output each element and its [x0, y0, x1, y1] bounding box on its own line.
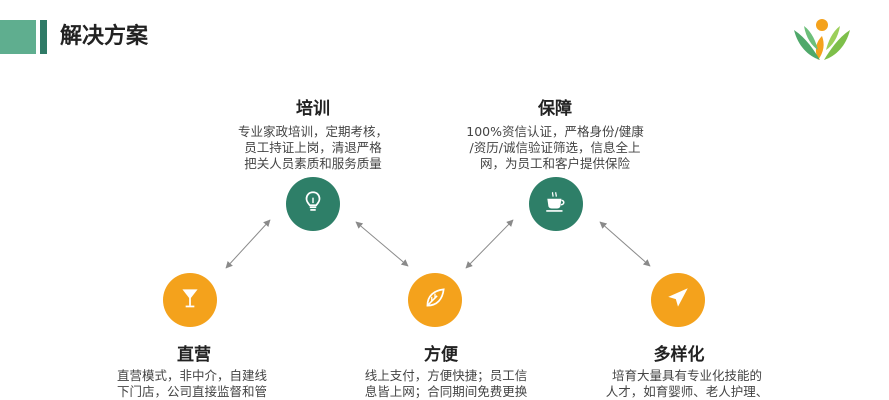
node-label-peixun: 培训: [296, 99, 330, 119]
node-label-duoyanghua: 多样化: [653, 345, 705, 365]
desc-line: 线上支付，方便快捷；员工信: [364, 368, 528, 383]
node-label-baozhang: 保障: [538, 99, 572, 119]
desc-line: 员工持证上岗，清退严格: [244, 140, 382, 155]
desc-line: 人才，如育婴师、老人护理、: [605, 384, 769, 399]
node-desc-duoyanghua: 培育大量具有专业化技能的 人才，如育婴师、老人护理、: [592, 368, 782, 400]
lightbulb-icon: [300, 189, 326, 219]
desc-line: 息皆上网；合同期间免费更换: [364, 384, 528, 399]
airplane-icon: [665, 285, 691, 315]
desc-line: 培育大量具有专业化技能的: [611, 368, 762, 383]
node-desc-baozhang: 100%资信认证，严格身份/健康 /资历/诚信验证筛选，信息全上 网，为员工和客…: [460, 124, 650, 172]
connector-arrow: [599, 221, 651, 267]
title-accent-bar-dark: [40, 20, 47, 54]
connector-arrow: [225, 219, 271, 269]
desc-line: 专业家政培训，定期考核，: [237, 124, 388, 139]
node-zhiying: [163, 273, 217, 327]
desc-line: 100%资信认证，严格身份/健康: [466, 124, 644, 139]
desc-line: 直营模式，非中介，自建线: [116, 368, 267, 383]
node-peixun: [286, 177, 340, 231]
title-accent-bar: [0, 20, 36, 54]
page-title: 解决方案: [60, 24, 149, 49]
desc-line: 网，为员工和客户提供保险: [479, 156, 630, 171]
node-label-fangbian: 方便: [424, 345, 458, 365]
node-label-zhiying: 直营: [177, 345, 211, 365]
connector-arrow: [465, 219, 514, 269]
coffee-cup-icon: [543, 189, 569, 219]
desc-line: 把关人员素质和服务质量: [244, 156, 382, 171]
node-baozhang: [529, 177, 583, 231]
node-desc-peixun: 专业家政培训，定期考核， 员工持证上岗，清退严格 把关人员素质和服务质量: [218, 124, 408, 172]
node-duoyanghua: [651, 273, 705, 327]
connector-arrow: [355, 221, 409, 267]
node-desc-zhiying: 直营模式，非中介，自建线 下门店，公司直接监督和管: [97, 368, 287, 400]
leaf-icon: [422, 285, 448, 315]
cocktail-glass-icon: [177, 285, 203, 315]
desc-line: 下门店，公司直接监督和管: [116, 384, 267, 399]
desc-line: /资历/诚信验证筛选，信息全上: [469, 140, 641, 155]
people-leaf-logo-icon: [790, 16, 854, 64]
node-fangbian: [408, 273, 462, 327]
node-desc-fangbian: 线上支付，方便快捷；员工信 息皆上网；合同期间免费更换: [351, 368, 541, 400]
